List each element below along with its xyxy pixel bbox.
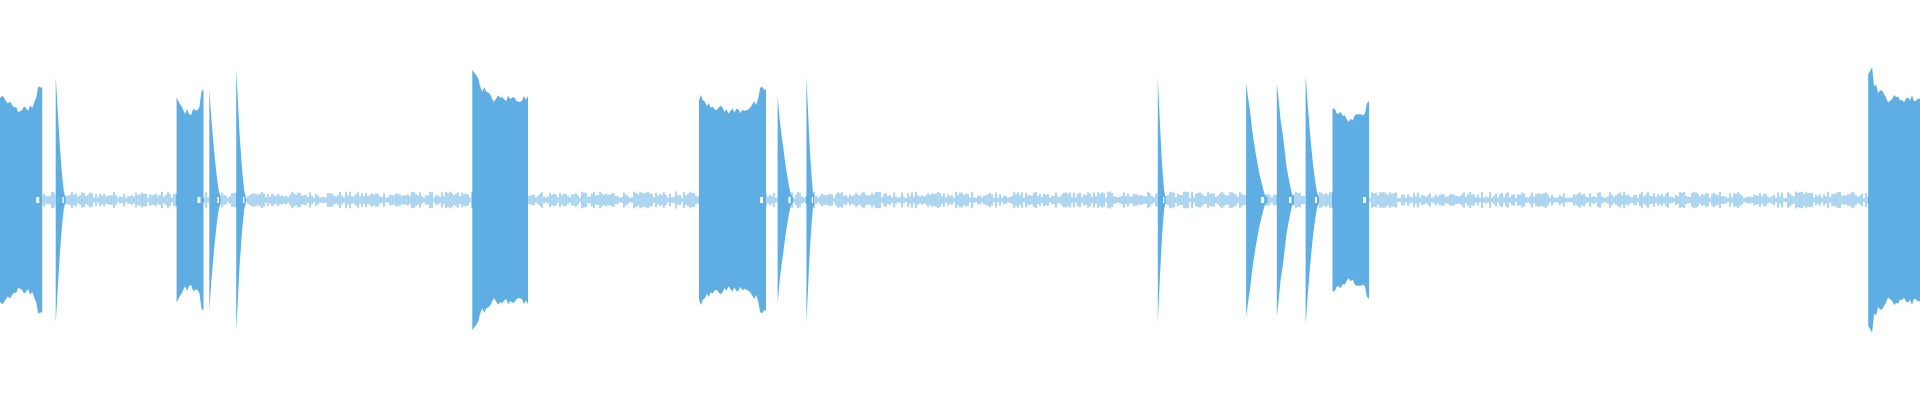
waveform-noise-floor (0, 191, 1919, 209)
waveform-burst-1 (0, 86, 43, 314)
waveform-burst-12 (1276, 83, 1295, 317)
waveform-burst-gap-4 (217, 197, 219, 203)
waveform-burst-7 (698, 86, 767, 314)
waveform-burst-gap-3 (197, 197, 201, 203)
waveform-burst-14 (1332, 101, 1369, 299)
waveform-burst-gap-7 (760, 197, 764, 203)
waveform-burst-4 (209, 88, 221, 312)
waveform-burst-9 (806, 77, 815, 323)
waveform-burst-2 (55, 77, 66, 323)
waveform-burst-gap-11 (1261, 197, 1265, 203)
waveform-burst-gap-8 (788, 197, 791, 203)
waveform-burst-10 (1157, 76, 1166, 324)
waveform-burst-15 (1868, 67, 1920, 333)
waveform-burst-3 (176, 89, 204, 311)
waveform-burst-gap-5 (242, 197, 245, 203)
waveform-burst-8 (777, 96, 793, 304)
waveform-burst-6 (472, 69, 528, 331)
waveform-burst-gap-2 (62, 197, 64, 203)
waveform-burst-gap-12 (1288, 197, 1292, 203)
waveform-burst-gap-10 (1163, 197, 1165, 203)
waveform-burst-13 (1305, 75, 1319, 325)
waveform-group (0, 67, 1920, 333)
waveform-burst-gap-13 (1315, 197, 1317, 203)
waveform-burst-11 (1246, 83, 1268, 317)
waveform-burst-gap-1 (36, 197, 40, 203)
waveform-burst-gap-14 (1363, 197, 1366, 203)
waveform-burst-gap-9 (811, 197, 813, 203)
waveform-burst-5 (236, 69, 246, 331)
